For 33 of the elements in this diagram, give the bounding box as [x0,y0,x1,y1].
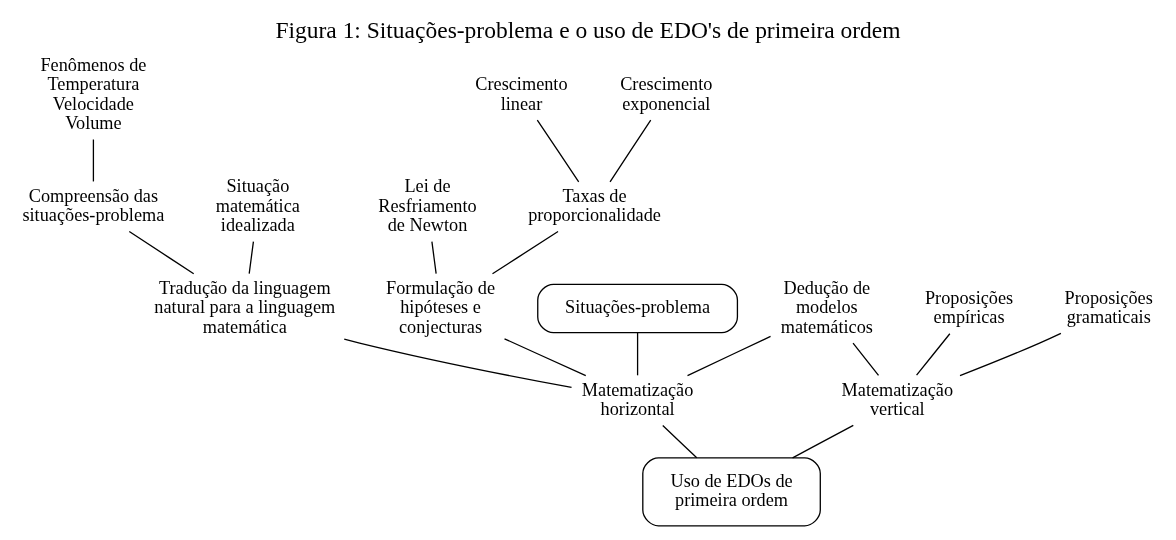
connector [636,332,639,376]
connector [503,338,587,377]
connector [343,338,573,389]
node-text: Formulação de hipóteses e conjecturas [386,277,496,337]
connector [852,342,880,377]
connector [536,119,580,183]
connector [791,424,854,459]
connector [662,424,698,459]
node-text: Crescimento linear [475,74,568,114]
connector [92,138,95,183]
connector [128,230,195,275]
connector [686,335,772,377]
node-box: Uso de EDOs de primeira ordem [642,457,821,527]
node-text: Proposições gramaticais [1064,287,1153,328]
connector [915,333,951,376]
connector [959,332,1062,377]
node-text: Lei de Resfriamento de Newton [378,175,477,236]
node-text: Proposições empíricas [924,287,1014,328]
connector [609,119,652,183]
connector [248,240,255,275]
node-text: Taxas de proporcionalidade [528,185,661,226]
node-text: Matematização vertical [841,379,954,420]
diagram-title: Figura 1: Situações-problema e o uso de EDO's de primeira ordem [275,17,901,44]
node-text: Tradução da linguagem natural para a linguagem matemática [154,277,336,337]
node-box: Situações-problema [537,283,739,334]
node-text: Fenômenos de Temperatura Velocidade Volume [40,54,147,134]
node-text: Matematização horizontal [581,379,694,420]
connector [431,240,437,275]
node-text: Crescimento exponencial [620,74,713,114]
node-text: Compreensão das situações-problema [22,185,165,226]
connector [491,230,559,275]
node-text: Dedução de modelos matemáticos [780,277,873,337]
node-text: Situação matemática idealizada [215,175,300,236]
